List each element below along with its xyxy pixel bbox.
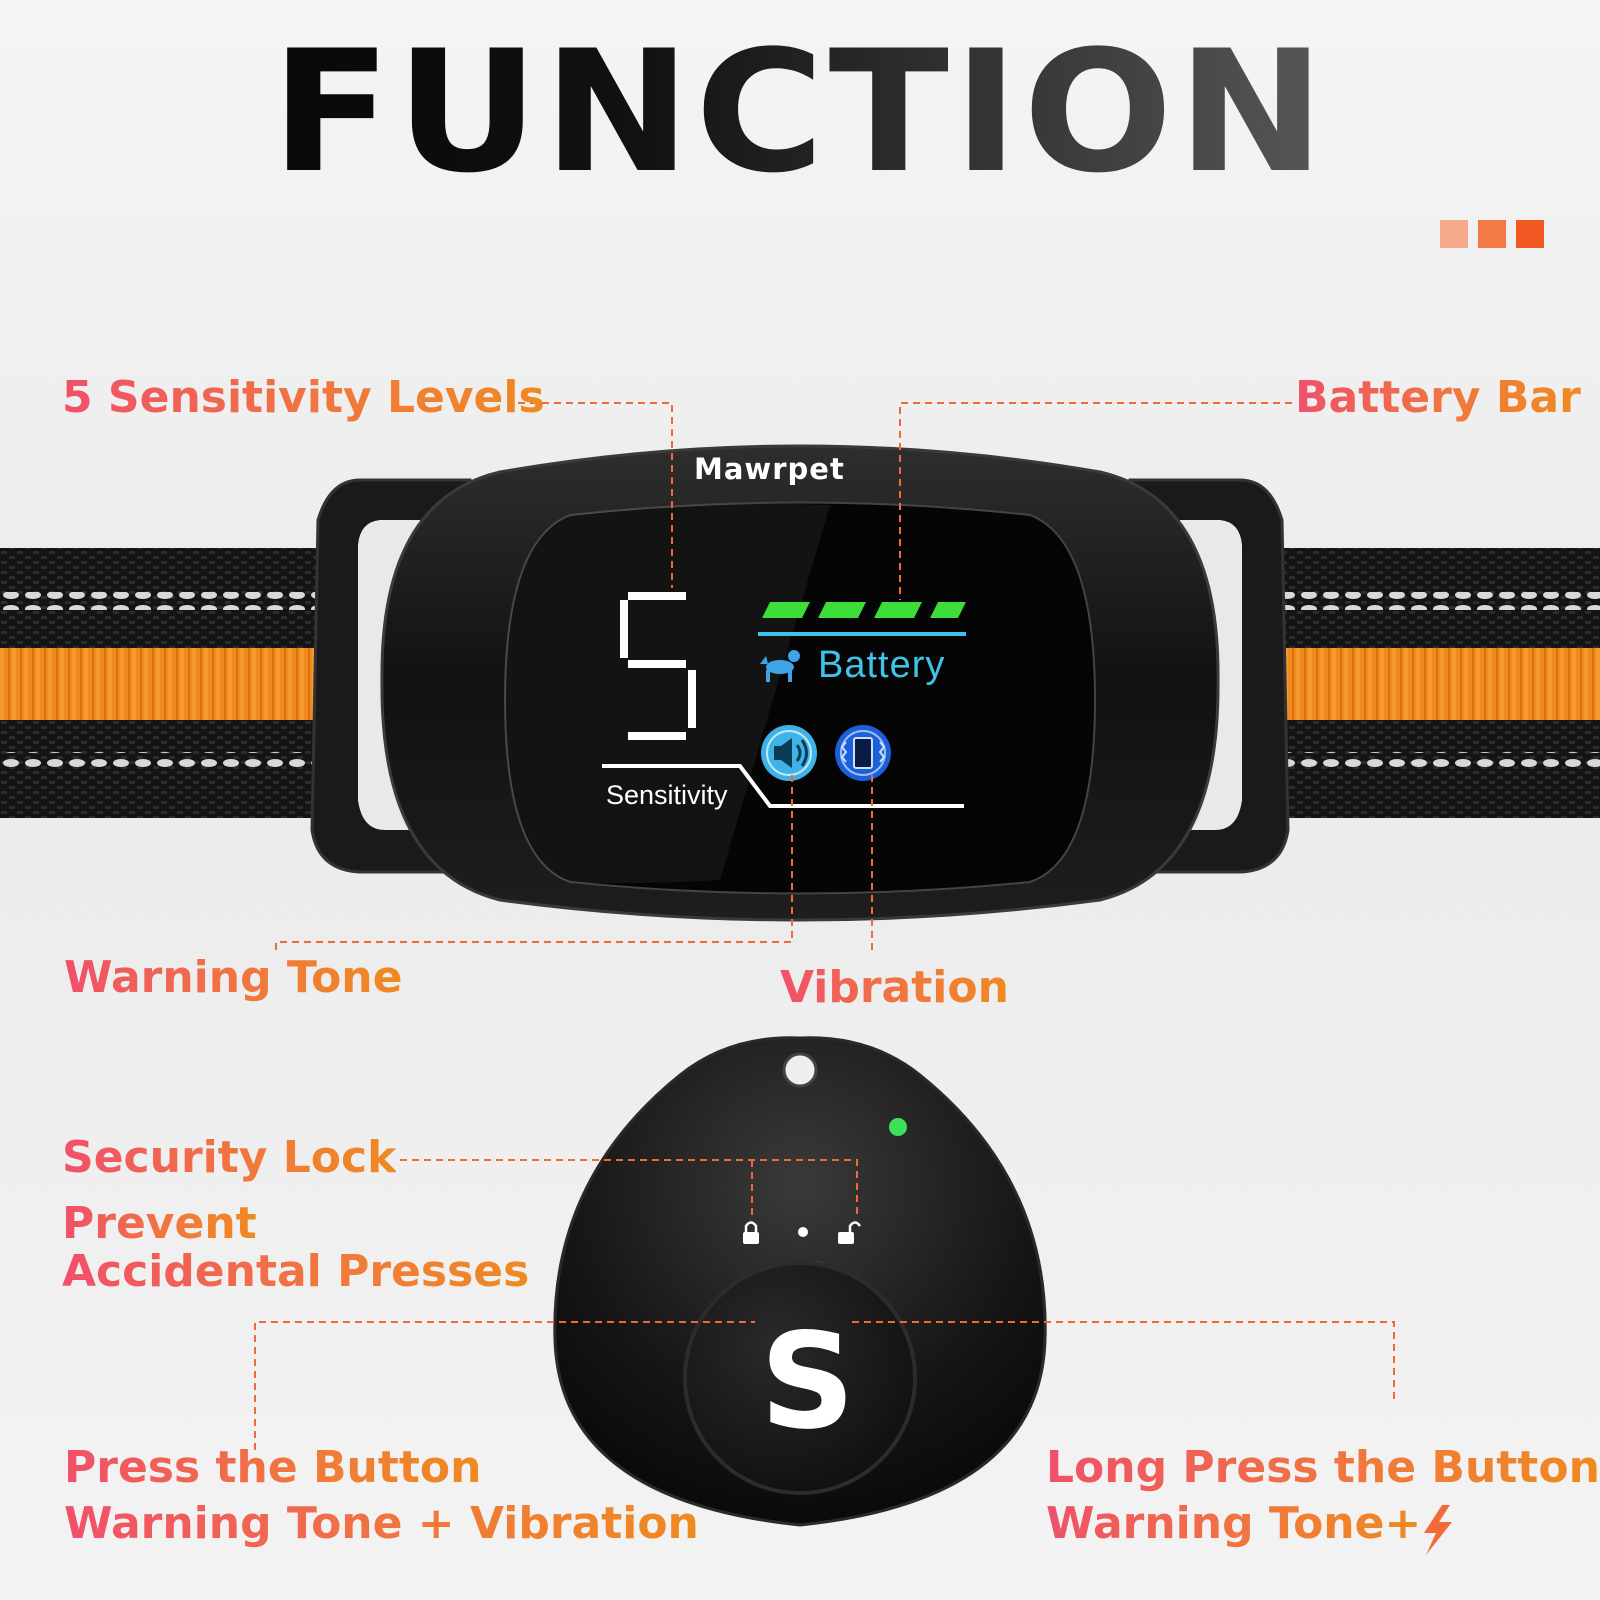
brand-logo: Mawrpet — [694, 452, 845, 486]
page-title: FUNCTION — [0, 28, 1600, 196]
accent-square — [1478, 220, 1506, 248]
label-prevent-line2: Accidental Presses — [62, 1246, 530, 1297]
lock-indicator-dot — [798, 1227, 808, 1237]
label-long-press-line2: Warning Tone+ — [1046, 1498, 1422, 1549]
label-vibration: Vibration — [780, 962, 1009, 1013]
collar-device-screen — [503, 501, 1097, 895]
accent-squares — [1440, 220, 1544, 248]
screen-sensitivity-label: Sensitivity — [606, 780, 728, 810]
sensitivity-digit — [620, 592, 696, 740]
lightning-icon — [1424, 1505, 1452, 1555]
vibration-icon — [835, 725, 891, 781]
s-button[interactable] — [683, 1261, 917, 1495]
accent-square — [1516, 220, 1544, 248]
label-prevent-line1: Prevent — [62, 1198, 257, 1249]
screen-divider — [602, 764, 964, 808]
label-warning-tone: Warning Tone — [64, 952, 403, 1003]
label-security-lock: Security Lock — [62, 1132, 397, 1183]
dog-icon — [760, 650, 800, 682]
label-battery-bar: Battery Bar — [1295, 372, 1581, 423]
label-long-press-line1: Long Press the Button — [1046, 1442, 1600, 1493]
label-sensitivity-levels: 5 Sensitivity Levels — [62, 372, 545, 423]
speaker-icon — [761, 725, 817, 781]
battery-bar — [762, 602, 966, 618]
label-press-line2: Warning Tone + Vibration — [64, 1498, 699, 1549]
keyring-hole — [782, 1052, 818, 1088]
leader-lines — [254, 402, 1395, 1450]
remote-button-letter: S — [760, 1305, 856, 1459]
label-press-line1: Press the Button — [64, 1442, 482, 1493]
accent-square — [1440, 220, 1468, 248]
lock-open-icon — [838, 1221, 862, 1244]
lock-closed-icon — [743, 1221, 759, 1244]
screen-glare — [505, 503, 830, 884]
status-led — [889, 1118, 907, 1136]
screen-battery-label: Battery — [818, 644, 946, 686]
